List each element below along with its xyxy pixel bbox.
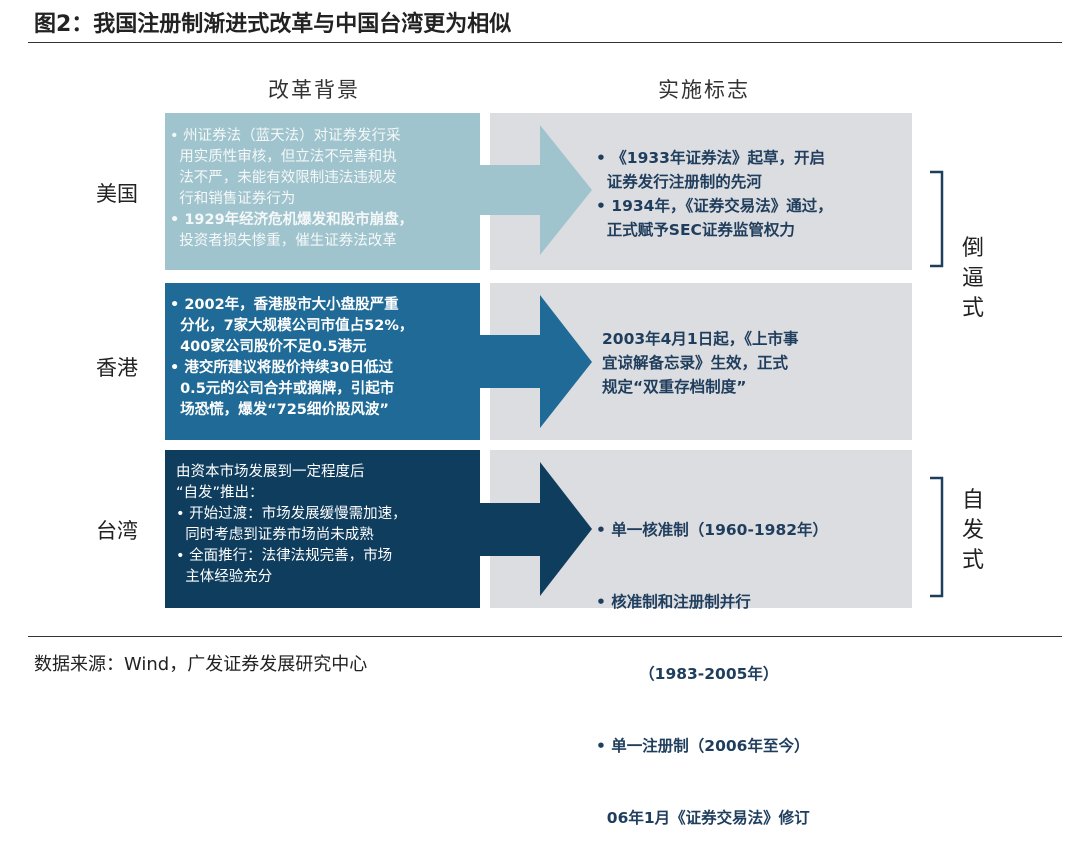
text-line: （1983-2005年） <box>596 665 779 683</box>
text-line: 证券发行注册制的先河 <box>596 173 762 191</box>
hk-implementation-text: 2003年4月1日起，《上市事 宜谅解备忘录》生效，正式 规定“双重存档制度” <box>602 327 798 399</box>
text-line: 0.5元的公司合并或摘牌，引起市 <box>170 381 395 397</box>
group-forced-label: 倒逼式 <box>961 236 984 321</box>
bottom-divider <box>28 636 1062 637</box>
country-us: 美国 <box>96 182 138 206</box>
text-line: 法不严，未能有效限制违法违规发 <box>170 170 397 186</box>
figure-title: 图2：我国注册制渐进式改革与中国台湾更为相似 <box>34 12 512 37</box>
text-line: 由资本市场发展到一定程度后 <box>176 464 365 480</box>
text-line: • 单一注册制（2006年至今） <box>596 737 810 755</box>
spontaneous-bracket <box>930 476 944 598</box>
tw-arrow <box>478 462 592 596</box>
country-hk: 香港 <box>96 356 138 380</box>
text-line: • 单一核准制（1960-1982年） <box>596 521 829 539</box>
group-spontaneous-label: 自发式 <box>961 488 984 573</box>
text-line: 投资者损失惨重，催生证券法改革 <box>170 233 397 249</box>
hk-arrow <box>478 295 592 428</box>
text-line: “自发”推出： <box>176 485 264 501</box>
tw-background-text: 由资本市场发展到一定程度后 “自发”推出： • 开始过渡：市场发展缓慢需加速， … <box>176 462 407 588</box>
country-tw: 台湾 <box>96 519 138 543</box>
text-line: 行和销售证券行为 <box>170 191 296 207</box>
text-line: 400家公司股价不足0.5港元 <box>170 339 367 355</box>
text-line: 同时考虑到证券市场尚未成熟 <box>176 527 374 543</box>
text-line: • 开始过渡：市场发展缓慢需加速， <box>176 506 407 522</box>
text-line: • 核准制和注册制并行 <box>596 593 751 611</box>
text-line: 用实质性审核，但立法不完善和执 <box>170 149 397 165</box>
top-divider <box>28 42 1062 43</box>
text-line: • 全面推行：法律法规完善，市场 <box>176 548 393 564</box>
text-line: • 1929年经济危机爆发和股市崩盘， <box>170 212 414 228</box>
text-line: 06年1月《证券交易法》修订 <box>596 809 810 827</box>
us-background-text: • 州证券法（蓝天法）对证券发行采 用实质性审核，但立法不完善和执 法不严，未能… <box>170 126 413 252</box>
us-left-box <box>165 113 480 270</box>
diagram-shapes <box>165 113 944 608</box>
tw-left-box <box>165 450 480 608</box>
text-line: 2003年4月1日起，《上市事 <box>602 330 799 348</box>
source-note: 数据来源：Wind，广发证券发展研究中心 <box>34 654 368 675</box>
header-background: 改革背景 <box>268 78 360 102</box>
text-line: • 港交所建议将股价持续30日低过 <box>170 360 393 376</box>
us-arrow <box>478 125 592 255</box>
text-line: 场恐慌，爆发“725细价股风波” <box>170 402 389 418</box>
text-line: • 《1933年证券法》起草，开启 <box>596 149 825 167</box>
text-line: • 2002年，香港股市大小盘股严重 <box>170 297 399 313</box>
forced-bracket <box>930 170 944 268</box>
text-line: 分化，7家大规模公司市值占52%， <box>170 318 414 334</box>
text-line: 规定“双重存档制度” <box>602 378 747 396</box>
text-line: • 州证券法（蓝天法）对证券发行采 <box>170 128 401 144</box>
text-line: 主体经验充分 <box>176 569 273 585</box>
header-implementation: 实施标志 <box>658 78 750 102</box>
text-line: 宜谅解备忘录》生效，正式 <box>602 354 789 372</box>
hk-background-text: • 2002年，香港股市大小盘股严重 分化，7家大规模公司市值占52%， 400… <box>170 295 413 421</box>
us-implementation-text: • 《1933年证券法》起草，开启 证券发行注册制的先河 • 1934年，《证券… <box>596 146 833 242</box>
hk-left-box <box>165 283 480 440</box>
text-line: 正式赋予SEC证券监管权力 <box>596 221 795 239</box>
text-line: • 1934年，《证券交易法》通过， <box>596 197 833 215</box>
tw-implementation-text: • 单一核准制（1960-1982年） • 核准制和注册制并行 （1983-20… <box>596 470 828 854</box>
